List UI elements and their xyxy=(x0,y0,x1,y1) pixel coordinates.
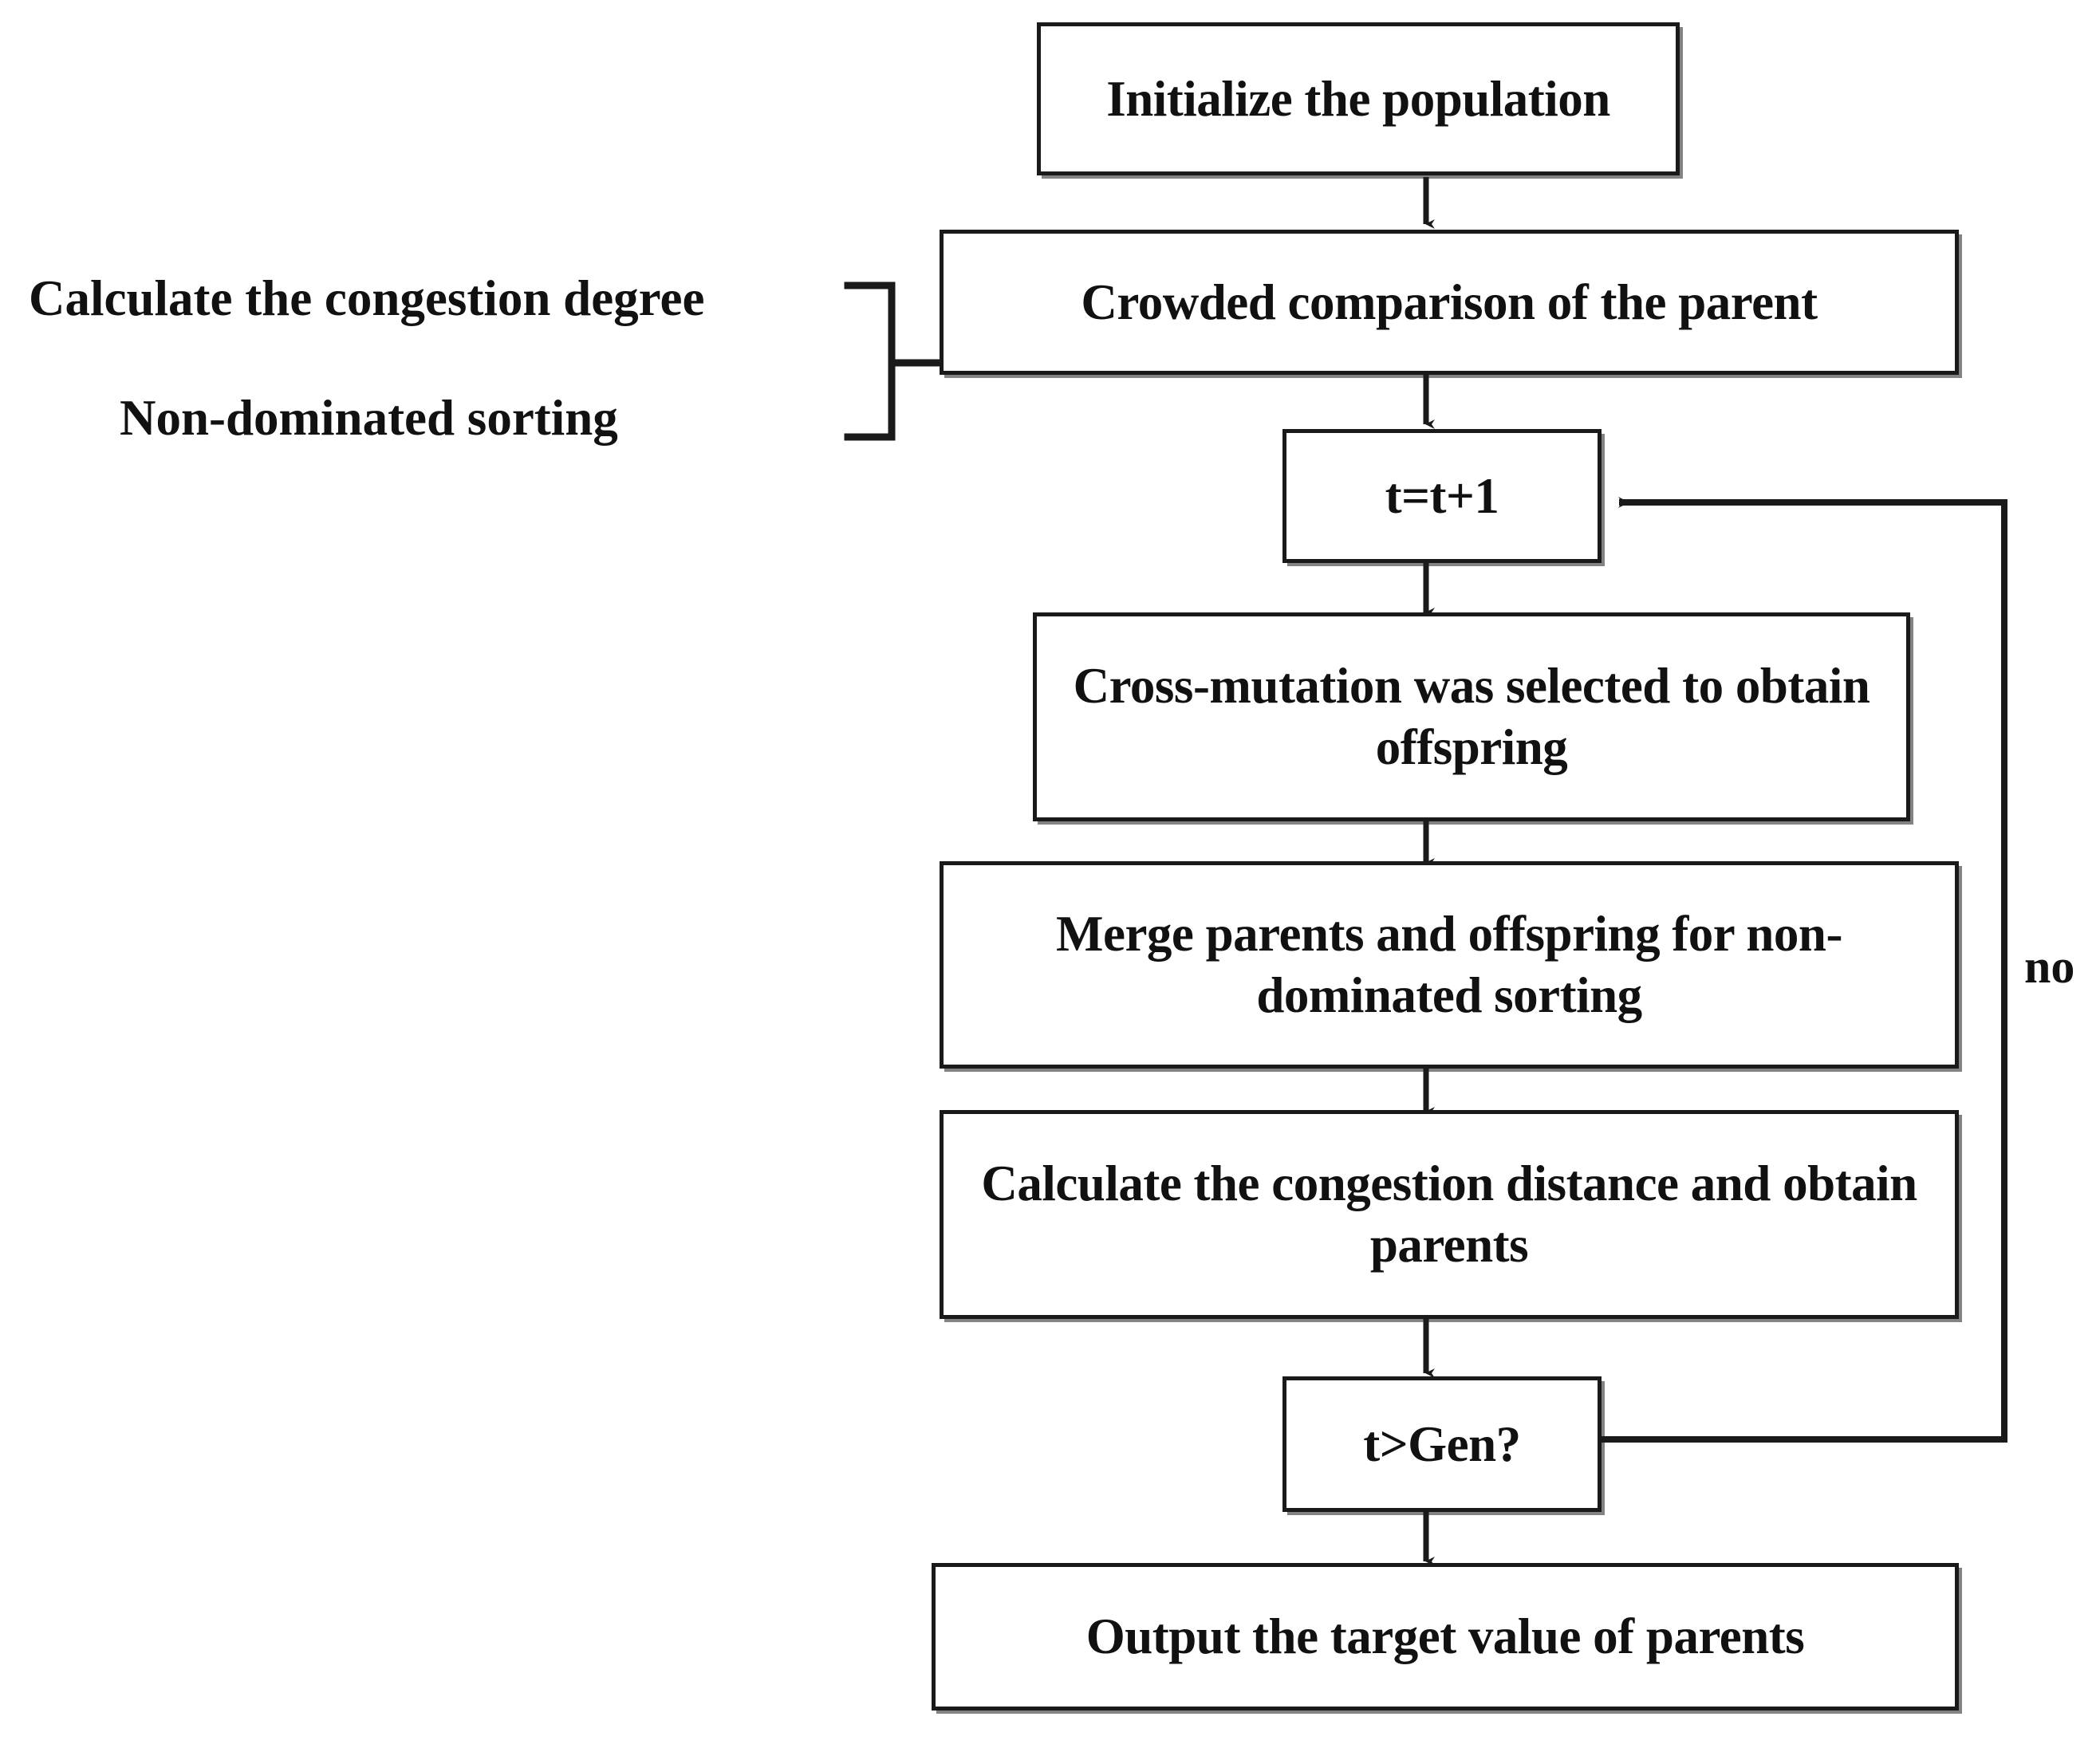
annotation-line-2: Non-dominated sorting xyxy=(120,389,618,447)
edge-label-no-text: no xyxy=(2024,940,2075,993)
node-cross-mutation-label: Cross-mutation was selected to obtain of… xyxy=(1073,658,1870,775)
annotation-line-1: Calculate the congestion degree xyxy=(29,270,704,328)
node-merge[interactable]: Merge parents and offspring for non-domi… xyxy=(940,861,1959,1069)
node-initialize-label: Initialize the population xyxy=(1106,70,1610,127)
node-increment[interactable]: t=t+1 xyxy=(1282,429,1602,563)
annotation-line-2-label: Non-dominated sorting xyxy=(120,390,618,446)
node-congestion-label: Calculate the congestion distance and ob… xyxy=(981,1155,1917,1273)
node-congestion[interactable]: Calculate the congestion distance and ob… xyxy=(940,1110,1959,1319)
node-decision[interactable]: t>Gen? xyxy=(1282,1376,1602,1512)
node-output-label: Output the target value of parents xyxy=(1085,1608,1805,1665)
node-output[interactable]: Output the target value of parents xyxy=(932,1563,1959,1711)
node-decision-label: t>Gen? xyxy=(1363,1415,1521,1472)
node-merge-label: Merge parents and offspring for non-domi… xyxy=(1056,906,1842,1023)
edge-label-no: no xyxy=(2024,939,2074,994)
node-increment-label: t=t+1 xyxy=(1385,467,1499,524)
node-crowded-comparison-label: Crowded comparison of the parent xyxy=(1081,274,1818,330)
node-crowded-comparison[interactable]: Crowded comparison of the parent xyxy=(940,230,1959,375)
annotation-line-1-label: Calculate the congestion degree xyxy=(29,270,705,326)
node-cross-mutation[interactable]: Cross-mutation was selected to obtain of… xyxy=(1033,612,1910,821)
node-initialize[interactable]: Initialize the population xyxy=(1037,22,1680,175)
annotation-bracket xyxy=(844,281,941,441)
